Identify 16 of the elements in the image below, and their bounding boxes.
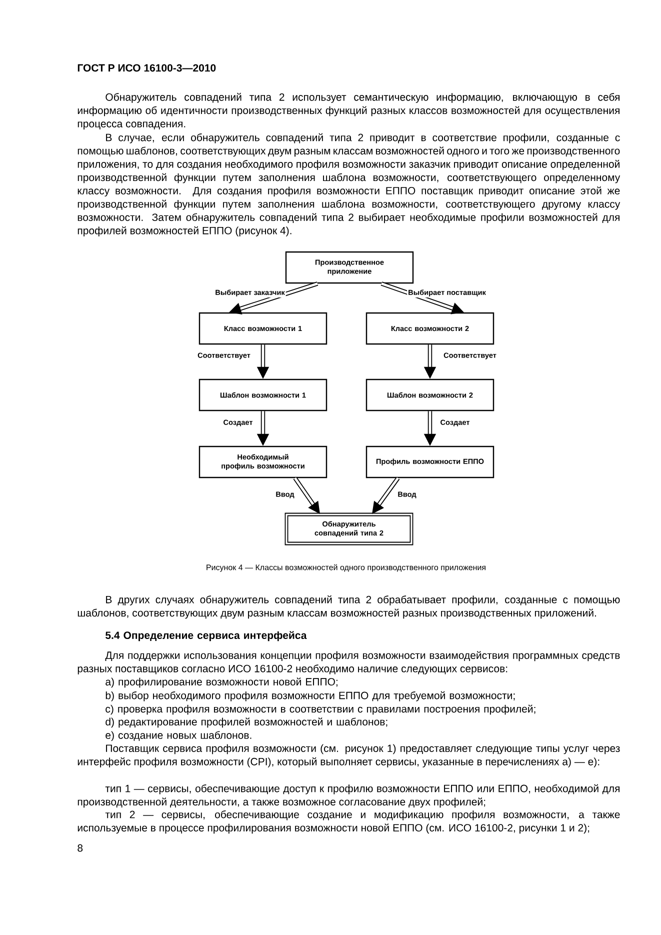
list-item: b) выбор необходимого профиля возможности ЕППО для требуемой возможности;	[106, 691, 515, 702]
paragraph: В случае, если обнаружитель совпадений типа 2 приводит в соответствие профили, созданные с помощью шаблонов, соответствующих двум разным классам возможностей одного и того же производственного приложения, то для создания необходимого профиля возможности заказчик приводит описание определенной производственной функции путем заполнения шаблона возможности, соответствующего определенному классу возможности. Для создания профиля возможности ЕППО поставщик приводит описание этой же производственной функции путем заполнения шаблона возможности, соответствующего другому классу возможности. Затем обнаружитель совпадений типа 2 выбирает необходимые профили возможностей для профилей возможностей ЕППО (рисунок 4).	[78, 133, 620, 236]
paragraph: Поставщик сервиса профиля возможности (см. рисунок 1) предоставляет следующие типы услуг через интерфейс профиля возможности (CPI), который выполняет сервисы, указанные в перечислениях a) — e):	[78, 744, 620, 768]
list-item: c) проверка профиля возможности в соответствии с правилами построения профилей;	[106, 704, 536, 715]
figure-caption: Рисунок 4 — Классы возможностей одного производственного приложения	[206, 564, 486, 572]
list-item: d) редактирование профилей возможностей и шаблонов;	[106, 718, 388, 728]
paragraph: В других случаях обнаружитель совпадений типа 2 обрабатывает профили, созданные с помощью шаблонов, соответствующих двум разным классам возможностей разных производственных приложений.	[78, 595, 620, 619]
running-header: ГОСТ Р ИСО 16100-3—2010	[78, 64, 216, 72]
section-heading: 5.4 Определение сервиса интерфейса	[106, 631, 307, 642]
list-item: a) профилирование возможности новой ЕППО;	[106, 678, 338, 688]
paragraph: тип 2 — сервисы, обеспечивающие создание и модификацию профиля возможности, а также используемые в процессе профилирования возможности новой ЕППО (см. ИСО 16100-2, рисунки 1 и 2);	[78, 810, 620, 834]
page-number: 8	[78, 844, 83, 852]
list-item: e) создание новых шаблонов.	[106, 731, 252, 741]
paragraph: Обнаружитель совпадений типа 2 использует семантическую информацию, включающую в себя информацию об идентичности производственных функций разных классов возможностей для осуществления процесса совпадения.	[78, 92, 620, 130]
paragraph: тип 1 — сервисы, обеспечивающие доступ к профилю возможности ЕППО или ЕППО, необходимой для производственной деятельности, а также возможное согласование двух профилей;	[78, 784, 620, 808]
paragraph: Для поддержки использования концепции профиля возможности взаимодействия программных средств разных поставщиков согласно ИСО 16100-2 необходимо наличие следующих сервисов:	[78, 651, 620, 674]
